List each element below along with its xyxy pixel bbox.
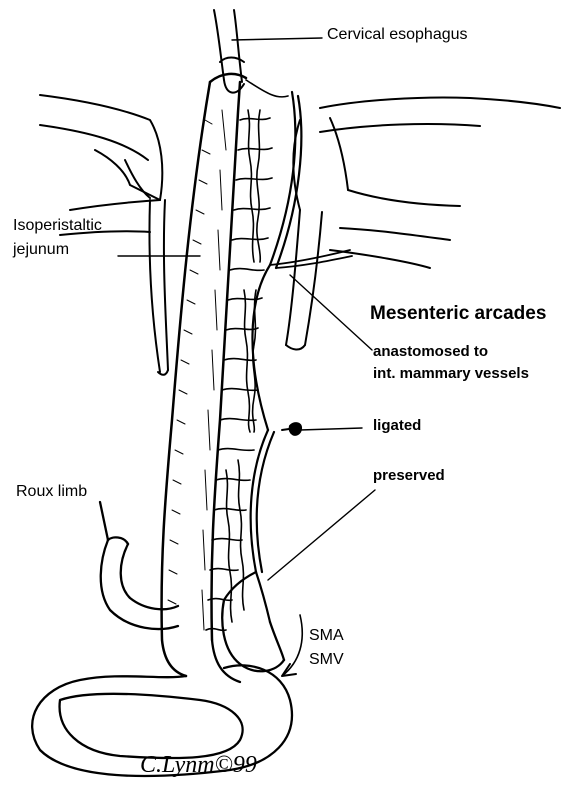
label-smv: SMV xyxy=(309,651,344,669)
label-cervical-esophagus: Cervical esophagus xyxy=(327,26,468,44)
label-sma: SMA xyxy=(309,627,344,645)
label-mesenteric-arcades: Mesenteric arcades xyxy=(370,303,546,325)
leader-cervical-esophagus xyxy=(232,38,322,40)
cervical-esophagus-shape xyxy=(214,10,244,93)
jejunal-conduit xyxy=(162,74,246,676)
sma-smv-arrow xyxy=(282,615,302,676)
label-anastomosed-line2: int. mammary vessels xyxy=(373,365,529,382)
label-isoperistaltic-line2: jejunum xyxy=(13,241,69,259)
artist-signature: C.Lynm©99 xyxy=(140,752,257,778)
ligation-knot xyxy=(282,423,301,435)
leader-preserved xyxy=(268,490,375,580)
label-ligated: ligated xyxy=(373,417,421,434)
label-preserved: preserved xyxy=(373,467,445,484)
label-isoperistaltic-line1: Isoperistaltic xyxy=(13,217,102,235)
label-anastomosed-line1: anastomosed to xyxy=(373,343,488,360)
leader-mesenteric-anastomosis xyxy=(290,275,372,350)
leader-ligated xyxy=(300,428,362,430)
mesentery xyxy=(206,80,288,630)
label-roux-limb: Roux limb xyxy=(16,483,87,501)
